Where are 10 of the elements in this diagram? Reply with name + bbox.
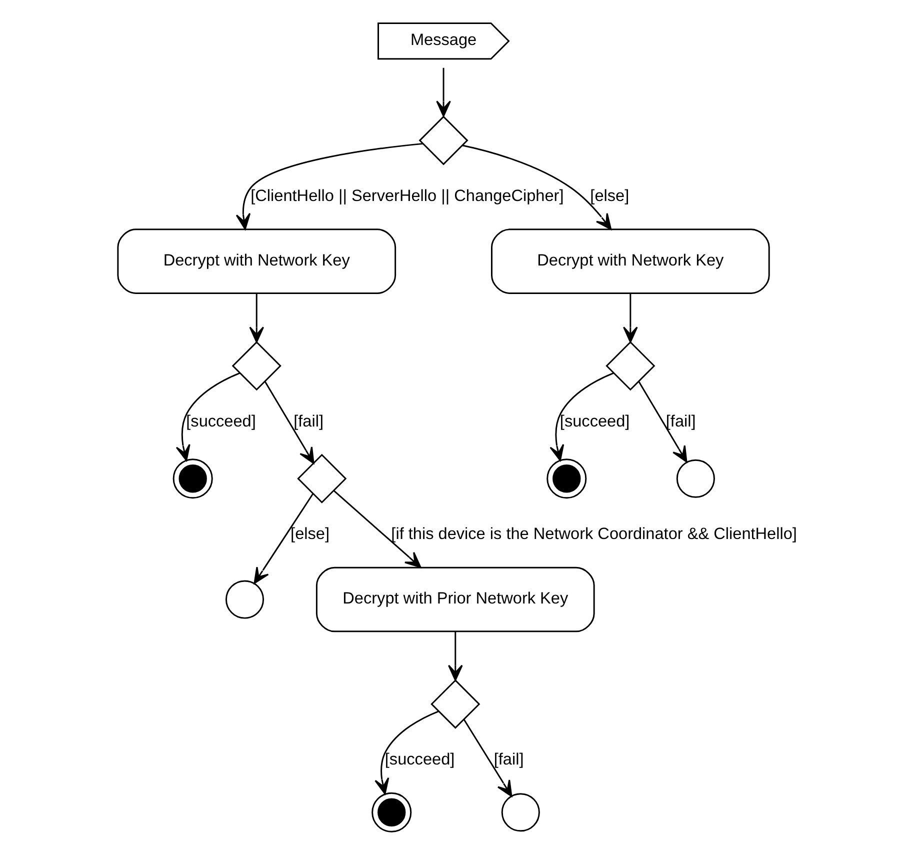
edge-label: [fail] [294, 412, 324, 430]
edge-label: [ClientHello || ServerHello || ChangeCipher] [250, 186, 564, 205]
edge-label: [succeed] [186, 412, 256, 430]
edge-label: [succeed] [560, 412, 630, 430]
edge-label: [succeed] [384, 750, 455, 769]
edge-label: [else] [590, 186, 630, 205]
edge-label: [if this device is the Network Coordinator && ClientHello] [391, 525, 797, 544]
edge-label: [else] [290, 525, 330, 544]
edge-label: [fail] [494, 750, 524, 769]
edge-label: [fail] [666, 412, 696, 430]
